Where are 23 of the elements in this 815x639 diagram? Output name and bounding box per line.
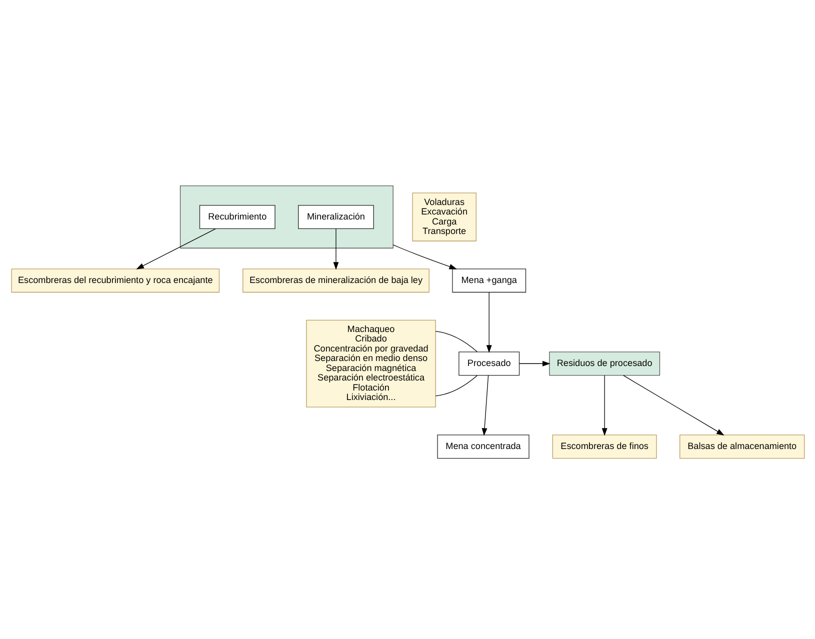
arrow xyxy=(518,360,550,366)
connector xyxy=(434,330,477,352)
node-box: Voladuras Excavación Carga Transporte xyxy=(412,192,476,242)
arrow xyxy=(136,228,216,270)
cluster xyxy=(179,186,393,248)
arrow xyxy=(392,244,457,270)
node-box: Escombreras de mineralización de baja ley xyxy=(242,268,429,293)
node-box: Escombreras del recubrimiento y roca encajante xyxy=(10,268,220,293)
arrow xyxy=(332,228,338,270)
node-box: Recubrimiento xyxy=(198,205,275,229)
node-box: Residuos de procesado xyxy=(548,352,660,376)
arrow xyxy=(601,375,607,436)
node-box: Mineralización xyxy=(298,205,374,229)
node-box: Mena concentrada xyxy=(436,434,529,459)
node-box: Mena +ganga xyxy=(452,268,526,293)
node-box: Procesado xyxy=(458,352,520,376)
connector xyxy=(434,375,477,396)
arrow xyxy=(481,375,488,436)
node-box: Escombreras de finos xyxy=(552,434,656,459)
node-box: Machaqueo Cribado Concentración por gravedad Separación en medio denso Separación magnética Separación electroestática Flotación Lixiviación... xyxy=(306,320,436,408)
node-box: Balsas de almacenamiento xyxy=(679,434,804,459)
arrow xyxy=(486,292,492,353)
arrow xyxy=(622,375,724,436)
